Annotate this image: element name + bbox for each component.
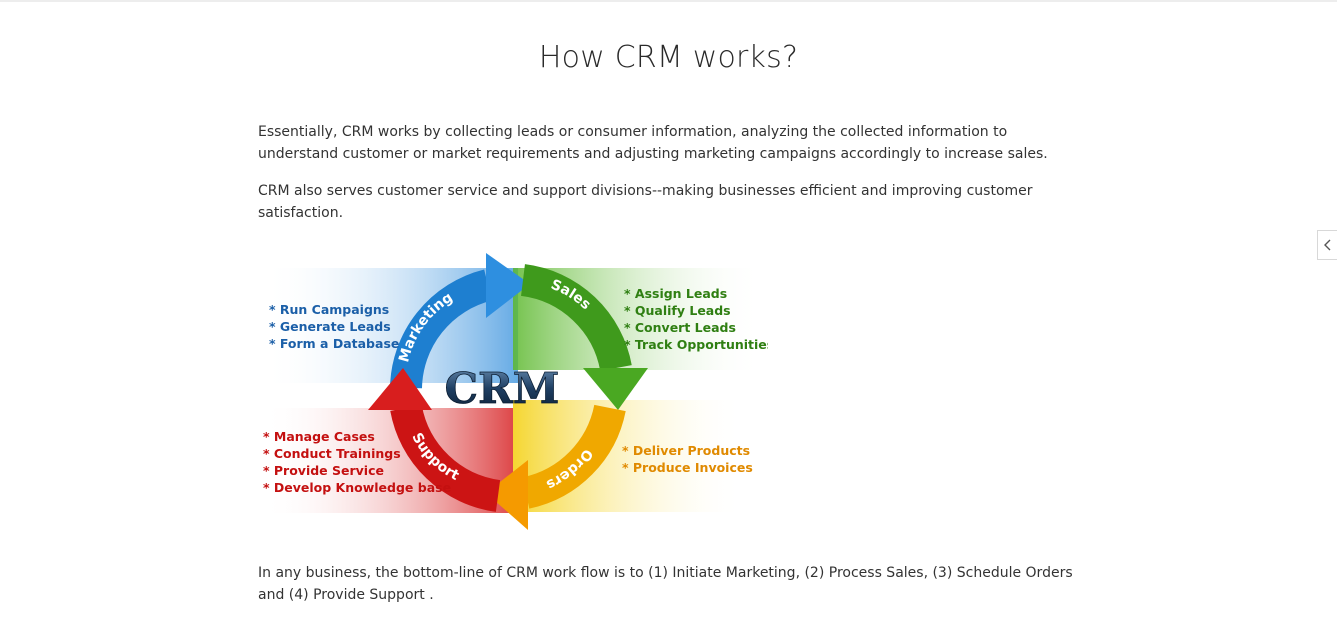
orders-arrow <box>522 404 626 509</box>
support-item: * Provide Service <box>263 463 384 478</box>
intro-paragraph: Essentially, CRM works by collecting lea… <box>258 124 1048 162</box>
marketing-arrow <box>390 269 493 389</box>
chevron-left-icon <box>1323 239 1330 251</box>
orders-arrowhead <box>486 460 528 530</box>
support-item: * Conduct Trainings <box>263 446 401 461</box>
crm-center-label: CRM <box>445 364 560 413</box>
marketing-arrowhead <box>486 253 530 318</box>
support-item: * Manage Cases <box>263 429 375 444</box>
orders-item: * Deliver Products <box>622 443 750 458</box>
support-item: * Develop Knowledge base <box>263 480 451 495</box>
page-title: How CRM works? <box>538 40 799 75</box>
orders-item: * Produce Invoices <box>622 460 753 475</box>
sales-arrow <box>520 264 632 372</box>
sales-item: * Qualify Leads <box>624 303 731 318</box>
sidebar-toggle-button[interactable] <box>1317 230 1337 260</box>
top-divider <box>0 0 1337 2</box>
sales-arrowhead <box>583 368 648 410</box>
service-paragraph: CRM also serves customer service and sup… <box>258 183 1033 221</box>
sales-item: * Assign Leads <box>624 286 727 301</box>
support-arrowhead <box>368 368 432 410</box>
crm-cycle-diagram: Marketing Sales Orders Support CRM * Run… <box>258 248 768 534</box>
marketing-item: * Form a Database <box>269 336 399 351</box>
sales-item: * Convert Leads <box>624 320 736 335</box>
sales-item: * Track Opportunities <box>624 337 768 352</box>
support-arrow <box>390 404 501 512</box>
workflow-paragraph: In any business, the bottom-line of CRM … <box>258 565 1073 603</box>
marketing-item: * Generate Leads <box>269 319 391 334</box>
marketing-item: * Run Campaigns <box>269 302 389 317</box>
